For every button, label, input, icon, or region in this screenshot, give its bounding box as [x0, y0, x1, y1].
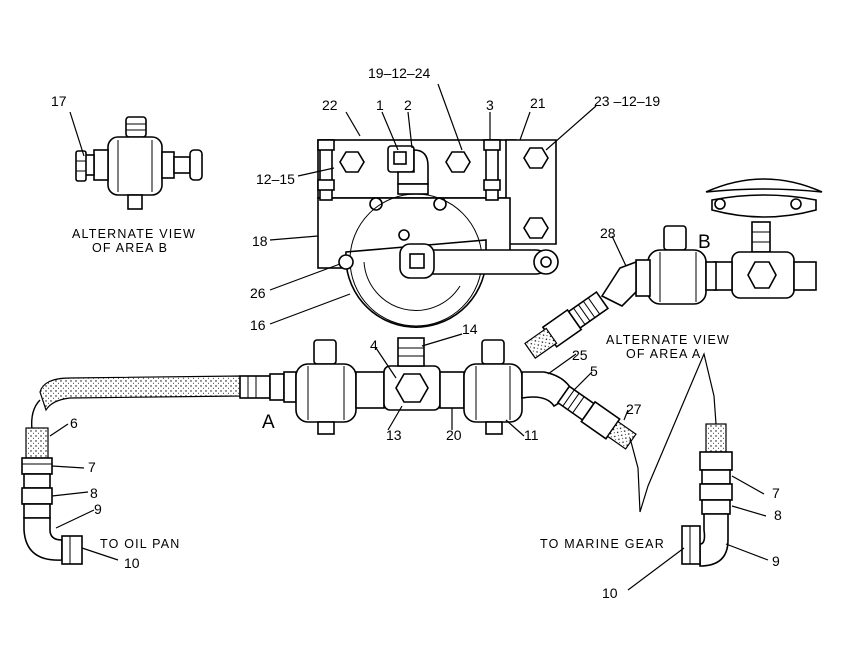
label-part-23-12-19: 23 –12–19 — [594, 93, 660, 109]
label-part-25: 25 — [572, 347, 588, 363]
label-part-14: 14 — [462, 321, 478, 337]
label-part-11: 11 — [524, 427, 539, 443]
valve-line-drawing — [39, 337, 637, 450]
label-part-9-left: 9 — [94, 501, 102, 517]
label-part-12-15: 12–15 — [256, 171, 295, 187]
label-part-22: 22 — [322, 97, 338, 113]
label-part-4: 4 — [370, 337, 378, 353]
label-part-8-right: 8 — [774, 507, 782, 523]
label-area-a: A — [262, 412, 275, 433]
label-area-b: B — [698, 232, 711, 253]
label-part-3: 3 — [486, 97, 494, 113]
label-part-5: 5 — [590, 363, 598, 379]
label-part-16: 16 — [250, 317, 266, 333]
break-lines — [629, 352, 717, 513]
captions: ALTERNATE VIEW OF AREA B ALTERNATE VIEW … — [72, 227, 730, 551]
alternate-view-area-a-drawing — [524, 178, 823, 359]
label-part-10-right: 10 — [602, 585, 618, 601]
alternate-view-area-b-drawing — [75, 116, 203, 210]
label-part-17: 17 — [51, 93, 67, 109]
label-part-8-left: 8 — [90, 485, 98, 501]
leader-lines — [49, 83, 769, 591]
label-part-9-right: 9 — [772, 553, 780, 569]
label-part-20: 20 — [446, 427, 462, 443]
label-part-27: 27 — [626, 401, 642, 417]
label-part-26: 26 — [250, 285, 266, 301]
left-hose-drawing — [21, 399, 83, 565]
label-part-2: 2 — [404, 97, 412, 113]
label-part-19-12-24: 19–12–24 — [368, 65, 431, 81]
label-part-7-right: 7 — [772, 485, 780, 501]
label-part-13: 13 — [386, 427, 402, 443]
label-part-1: 1 — [376, 97, 384, 113]
label-part-7-left: 7 — [88, 459, 96, 475]
part-number-labels: 17 22 1 2 19–12–24 3 21 23 –12–19 12–15 … — [51, 65, 782, 601]
caption-alt-view-b-line1: ALTERNATE VIEW — [72, 227, 196, 241]
caption-to-oil-pan: TO OIL PAN — [100, 537, 181, 551]
caption-alt-view-b-line2: OF AREA B — [92, 241, 168, 255]
label-part-10-left: 10 — [124, 555, 140, 571]
caption-to-marine-gear: TO MARINE GEAR — [540, 537, 665, 551]
label-part-21: 21 — [530, 95, 546, 111]
label-part-6: 6 — [70, 415, 78, 431]
caption-alt-view-a-line2: OF AREA A — [626, 347, 701, 361]
pump-assembly-drawing — [317, 139, 559, 328]
right-hose-drawing — [681, 423, 733, 567]
caption-alt-view-a-line1: ALTERNATE VIEW — [606, 333, 730, 347]
label-part-28: 28 — [600, 225, 616, 241]
label-part-18: 18 — [252, 233, 268, 249]
